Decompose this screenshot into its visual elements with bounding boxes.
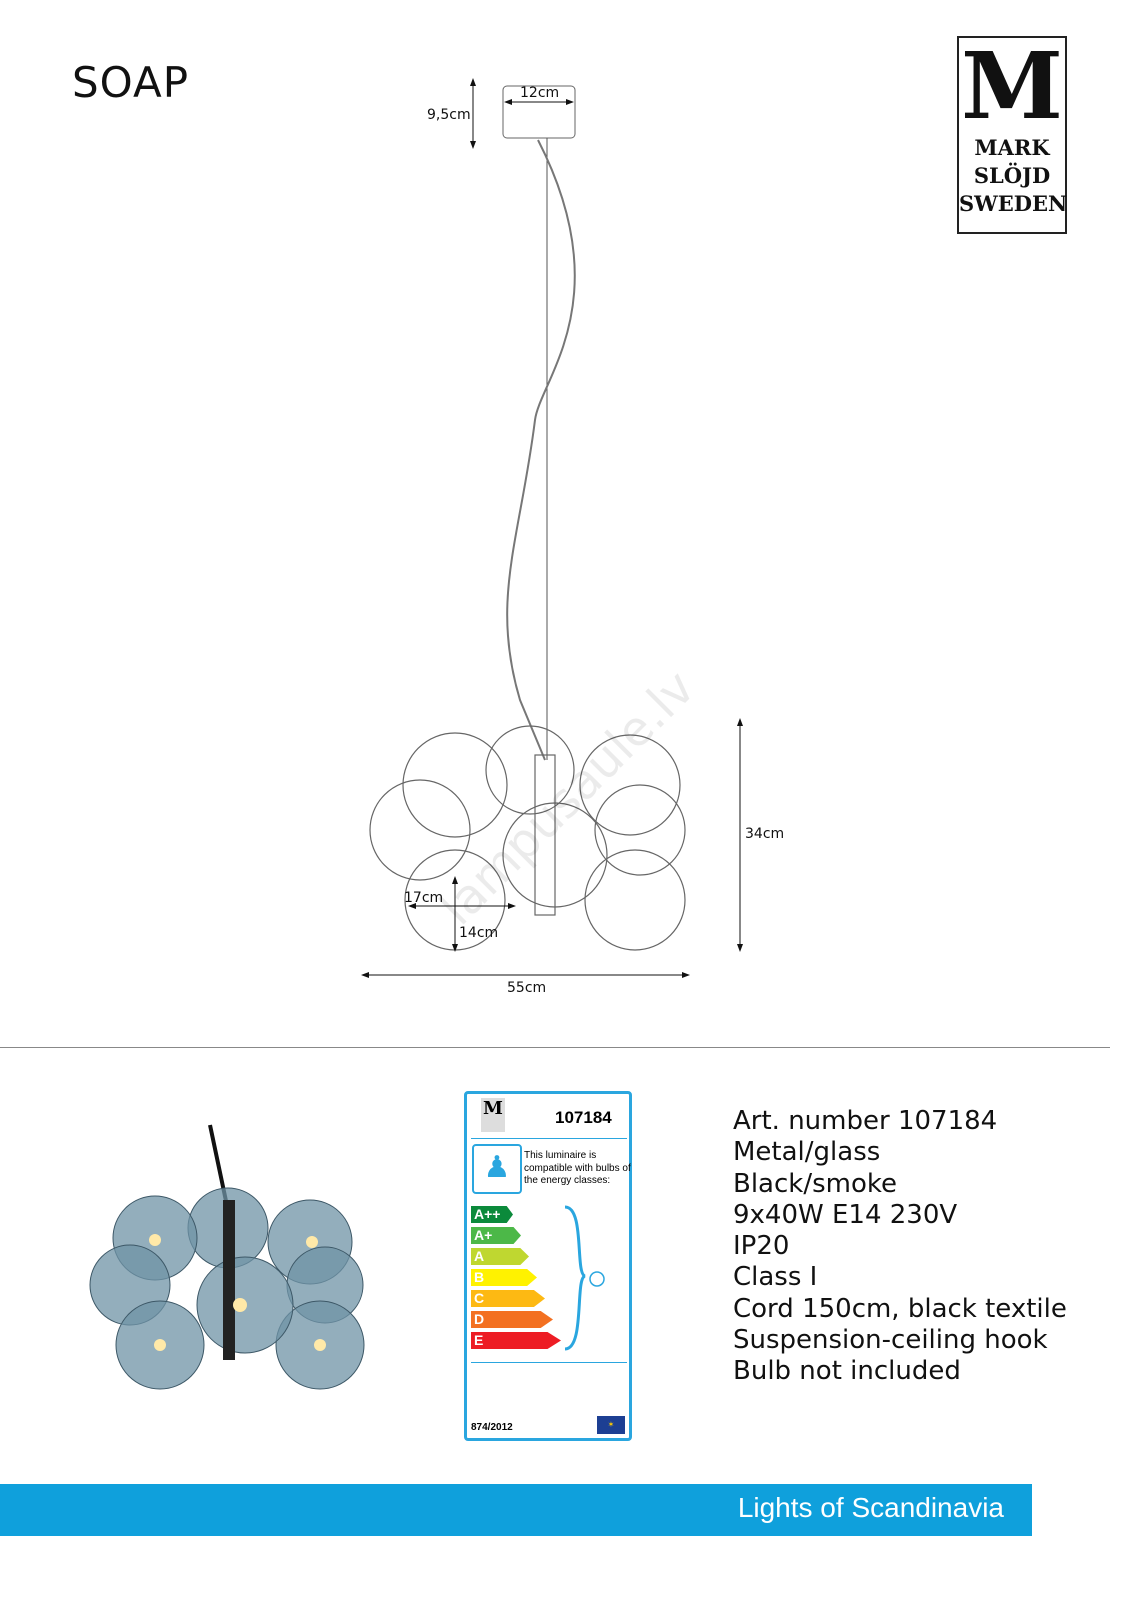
spec-line: Suspension-ceiling hook bbox=[733, 1325, 1048, 1356]
label-art-number: 107184 bbox=[555, 1108, 612, 1127]
energy-class-1: A+ bbox=[471, 1227, 521, 1244]
product-photo bbox=[89, 1124, 365, 1390]
logo-m: M bbox=[961, 32, 1063, 140]
logo-slojd: SLÖJD bbox=[973, 163, 1051, 188]
energy-class-5: D bbox=[471, 1311, 553, 1328]
energy-class-4: C bbox=[471, 1290, 545, 1307]
energy-label: M 107184 ♟ This luminaire is compatible … bbox=[464, 1091, 632, 1441]
shade-width-label: 14cm bbox=[459, 925, 499, 941]
divider bbox=[0, 1047, 1110, 1048]
energy-class-3: B bbox=[471, 1269, 537, 1286]
label-logo: M bbox=[481, 1098, 505, 1132]
product-title: SOAP bbox=[72, 58, 190, 107]
energy-class-0: A++ bbox=[471, 1206, 513, 1223]
spec-line: Class I bbox=[733, 1262, 818, 1293]
height-label: 34cm bbox=[745, 826, 785, 842]
footer-bar: Lights of Scandinavia bbox=[0, 1484, 1032, 1536]
shade-height-label: 17cm bbox=[404, 890, 444, 906]
canopy-height-label: 9,5cm bbox=[427, 107, 471, 123]
spec-line: Cord 150cm, black textile bbox=[733, 1293, 1067, 1324]
spec-line: Bulb not included bbox=[733, 1356, 961, 1387]
lamp-icon: ♟ bbox=[472, 1144, 522, 1194]
spec-line: Black/smoke bbox=[733, 1168, 898, 1199]
spec-line: Art. number 107184 bbox=[733, 1106, 998, 1136]
energy-class-6: E bbox=[471, 1332, 561, 1349]
logo-sweden: SWEDEN bbox=[959, 191, 1068, 216]
spec-line: IP20 bbox=[733, 1231, 790, 1262]
regulation: 874/2012 bbox=[471, 1422, 513, 1433]
compat-text: This luminaire is compatible with bulbs … bbox=[524, 1150, 631, 1186]
canopy-width-label: 12cm bbox=[520, 85, 560, 101]
footer-tagline: Lights of Scandinavia bbox=[737, 1492, 1004, 1523]
width-label: 55cm bbox=[507, 980, 547, 996]
logo-mark: MARK bbox=[974, 135, 1050, 160]
brand-logo: M MARK SLÖJD SWEDEN bbox=[957, 36, 1067, 234]
spec-line: Metal/glass bbox=[733, 1137, 881, 1168]
label-divider bbox=[471, 1138, 627, 1139]
bracket-bulb-icon bbox=[564, 1205, 605, 1351]
label-divider bbox=[471, 1362, 627, 1363]
energy-class-2: A bbox=[471, 1248, 529, 1265]
eu-flag-icon: ✶ bbox=[597, 1416, 625, 1434]
lamp-drawing bbox=[361, 78, 743, 978]
spec-line: 9x40W E14 230V bbox=[733, 1199, 958, 1230]
